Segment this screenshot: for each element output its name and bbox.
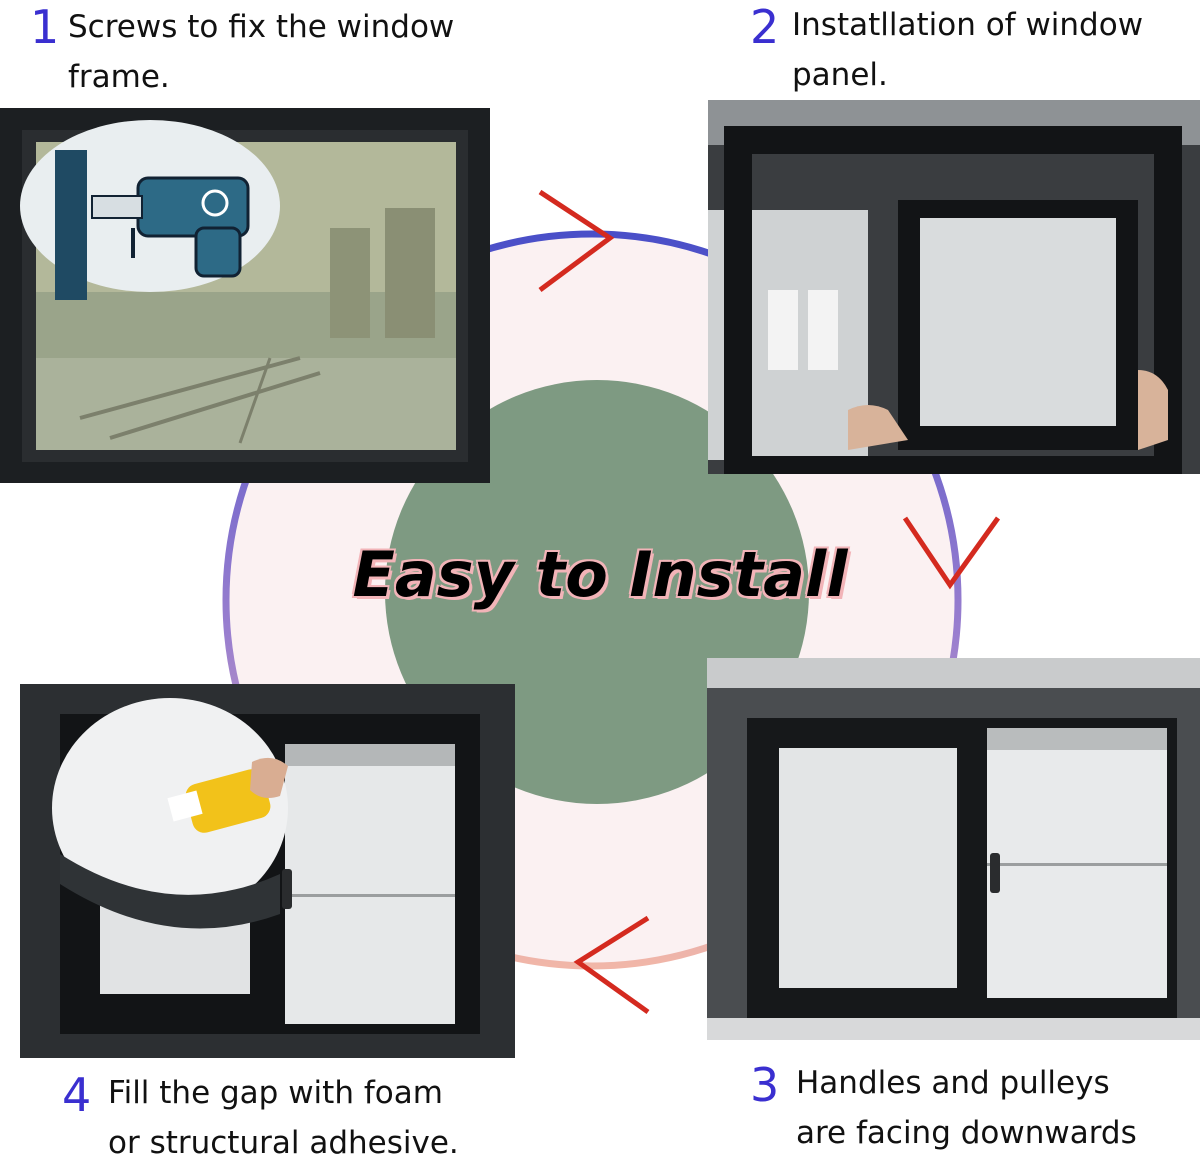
step-4-line2: or structural adhesive. xyxy=(108,1125,459,1158)
caulking-gun-icon xyxy=(167,757,288,833)
step-4-line1: Fill the gap with foam xyxy=(108,1075,443,1111)
step-1-number: 1 xyxy=(30,0,60,54)
drill-icon xyxy=(91,176,250,278)
step-4-photo xyxy=(20,684,515,1058)
step-1-photo xyxy=(0,108,490,483)
step-2-line1: Instatllation of window xyxy=(792,7,1144,43)
step-1-line1: Screws to fix the window xyxy=(68,9,455,45)
arrow-step2-to-step3 xyxy=(902,516,1001,590)
step-2-photo xyxy=(708,100,1200,474)
step-3-line1: Handles and pulleys xyxy=(796,1065,1110,1101)
step-3-caption: Handles and pulleys are facing downwards xyxy=(796,1058,1137,1158)
arrow-step3-to-step4 xyxy=(573,915,650,1015)
step-4-caption: Fill the gap with foam or structural adh… xyxy=(108,1068,459,1158)
step-1-caption: Screws to fix the window frame. xyxy=(68,2,454,102)
step-3-line2: are facing downwards xyxy=(796,1115,1137,1151)
step-3-number: 3 xyxy=(750,1058,780,1112)
step-2-line2: panel. xyxy=(792,57,888,93)
step-2-caption: Instatllation of window panel. xyxy=(792,0,1143,100)
cycle-ring-outline xyxy=(222,230,962,970)
step-3-photo xyxy=(707,658,1200,1040)
caulking-bubble xyxy=(52,698,288,918)
headline: Easy to Install xyxy=(352,538,848,611)
arrow-step1-to-step2 xyxy=(538,189,615,293)
step-1-line2: frame. xyxy=(68,59,170,95)
step-4-number: 4 xyxy=(62,1068,92,1122)
step-2-number: 2 xyxy=(750,0,780,54)
